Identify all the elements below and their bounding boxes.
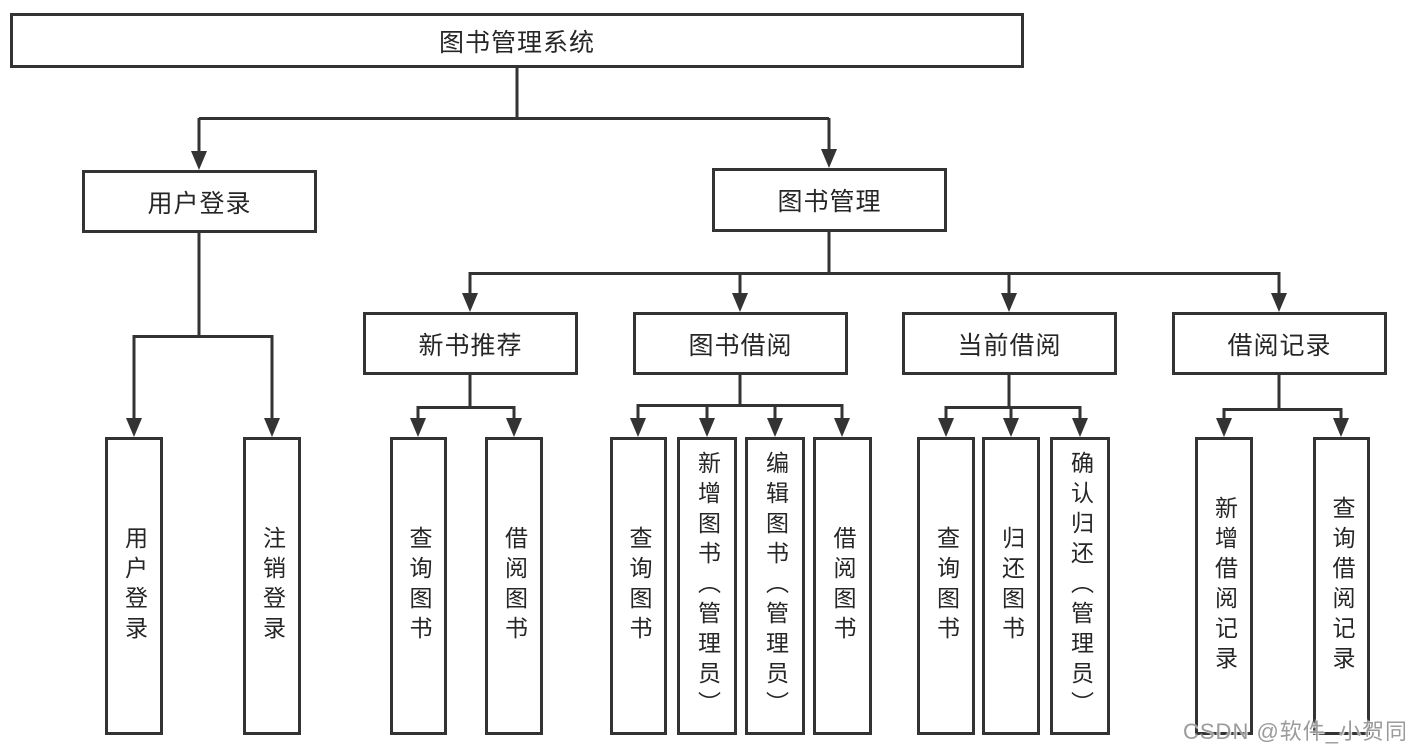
arrowhead [1216,418,1232,437]
connector-currentborrow-to-leaves [938,375,1088,437]
leaf-query-books-borrow: 查询图书 [610,437,667,735]
node-borrow-records: 借阅记录 [1172,312,1387,375]
node-book-borrow: 图书借阅 [633,312,848,375]
leaf-query-books-current: 查询图书 [917,437,975,735]
node-label: 图书管理系统 [438,28,595,57]
arrowhead [1003,418,1019,437]
node-label: 注销登录 [259,526,286,646]
node-label: 编辑图书（管理员） [762,451,789,721]
node-label: 借阅图书 [501,526,528,646]
node-label: 用户登录 [147,189,252,218]
node-label: 图书管理 [777,188,882,216]
leaf-borrow-books-recommend: 借阅图书 [485,437,543,735]
arrowhead [834,418,850,437]
node-label: 查询借阅记录 [1329,496,1355,676]
node-label: 当前借阅 [957,331,1062,360]
leaf-add-borrow-record: 新增借阅记录 [1195,437,1253,735]
arrowhead [1001,293,1017,312]
node-label: 用户登录 [121,526,148,646]
node-label: 查询图书 [406,526,432,646]
arrowhead [410,418,426,437]
arrowhead [1271,293,1287,312]
node-label: 归还图书 [998,526,1025,646]
arrowhead [506,418,522,437]
arrowhead [767,418,783,437]
node-label: 图书借阅 [688,331,793,360]
leaf-user-login: 用户登录 [105,437,163,735]
node-label: 新书推荐 [418,331,523,360]
connector-root-to-level2 [191,68,837,170]
arrowhead [1333,418,1349,437]
connector-newbooks-to-leaves [410,375,522,437]
arrowhead [821,149,837,168]
leaf-logout: 注销登录 [243,437,301,735]
node-user-login: 用户登录 [82,170,317,233]
connector-bookmgmt-to-level3 [462,232,1287,312]
arrowhead [938,418,954,437]
leaf-return-books: 归还图书 [982,437,1040,735]
arrowhead [462,293,478,312]
arrowhead [630,418,646,437]
leaf-edit-book-admin: 编辑图书（管理员） [745,437,805,735]
leaf-borrow-books: 借阅图书 [813,437,872,735]
connector-borrowrecords-to-leaves [1216,375,1349,437]
leaf-query-borrow-record: 查询借阅记录 [1313,437,1370,735]
node-label: 借阅图书 [830,526,856,646]
leaf-confirm-return-admin: 确认归还（管理员） [1050,437,1110,735]
node-new-book-recommend: 新书推荐 [363,312,578,375]
csdn-watermark: CSDN @软件_小贺同学 [1183,719,1405,744]
arrowhead [264,418,280,437]
leaf-add-book-admin: 新增图书（管理员） [677,437,737,735]
arrowhead [126,418,142,437]
node-label: 新增图书（管理员） [694,451,721,721]
node-label: 确认归还（管理员） [1067,451,1094,721]
arrowhead [732,293,748,312]
connector-bookborrow-to-leaves [630,375,850,437]
node-book-management-system: 图书管理系统 [10,13,1024,68]
arrowhead [191,151,207,170]
connector-userlogin-to-leaves [126,233,280,437]
node-current-borrow: 当前借阅 [902,312,1117,375]
node-label: 新增借阅记录 [1211,496,1238,676]
leaf-query-books-recommend: 查询图书 [390,437,447,735]
arrowhead [699,418,715,437]
node-book-management: 图书管理 [712,168,947,232]
arrowhead [1072,418,1088,437]
node-label: 查询图书 [626,526,652,646]
node-label: 借阅记录 [1227,331,1332,360]
node-label: 查询图书 [933,526,960,646]
